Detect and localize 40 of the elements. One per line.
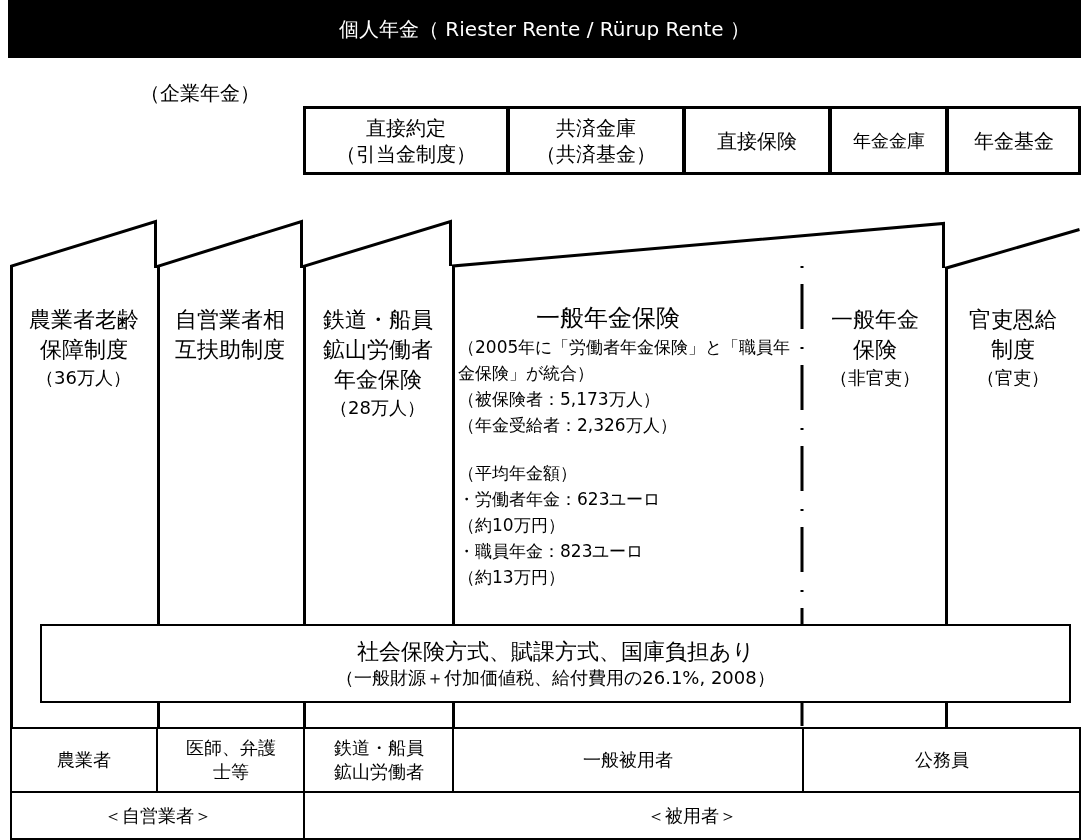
pillar-title: 官吏恩給制度: [968, 306, 1058, 364]
box-label: （共済基金）: [536, 140, 656, 167]
scheme-box: [303, 106, 509, 175]
pillar-note: （2005年に「労働者年金保険」と「職員年金保険」が統合）: [458, 336, 792, 385]
box-label: 年金基金: [973, 127, 1054, 154]
box-label: 共済金庫: [556, 114, 636, 141]
section-label: （企業年金）: [140, 79, 260, 107]
pillar-title: 一般年金保険: [535, 303, 681, 334]
title-bar: [8, 0, 1081, 58]
pillar-note: （約13万円）: [458, 566, 566, 589]
pillar-note: ・労働者年金：623ユーロ: [458, 488, 662, 511]
scheme-box: [507, 106, 685, 175]
scheme-box: [829, 106, 948, 175]
box-label: （引当金制度）: [336, 140, 476, 167]
table-cell: ＜自営業者＞: [10, 791, 305, 840]
table-cell: 農業者: [10, 727, 158, 793]
band-note: （一般財源＋付加価値税、給付費用の26.1%, 2008）: [336, 666, 775, 690]
table-cell: 公務員: [802, 727, 1081, 793]
pillar-note: ・職員年金：823ユーロ: [458, 540, 645, 563]
box-label: 直接約定: [366, 114, 446, 141]
pillar-note: （36万人）: [35, 366, 132, 390]
box-label: 年金金庫: [852, 128, 925, 153]
table-cell: ＜被用者＞: [303, 791, 1081, 840]
pillar-note: （非官吏）: [829, 366, 921, 390]
pillar-note: （官吏）: [976, 366, 1050, 390]
pillar-note: （約10万円）: [458, 514, 566, 537]
pillar-title: 自営業者相互扶助制度: [174, 306, 286, 364]
pillar-note: （平均年金額）: [458, 462, 578, 485]
funding-band: [40, 624, 1071, 703]
title-text: 個人年金（ Riester Rente / Rürup Rente ）: [339, 15, 750, 43]
band-heading: 社会保険方式、賦課方式、国庫負担あり: [356, 637, 755, 666]
box-label: 直接保険: [717, 127, 797, 154]
pillar-title: 鉄道・船員鉱山労働者年金保険: [321, 306, 434, 394]
pillar-note: （被保険者：5,173万人）: [458, 388, 661, 411]
pillar-title: 一般年金保険: [830, 306, 920, 364]
scheme-box: [946, 106, 1081, 175]
scheme-box: [683, 106, 831, 175]
pillar-note: （28万人）: [329, 396, 426, 420]
pillar-title: 農業者老齢保障制度: [27, 306, 140, 364]
pillar-note: （年金受給者：2,326万人）: [458, 414, 678, 437]
